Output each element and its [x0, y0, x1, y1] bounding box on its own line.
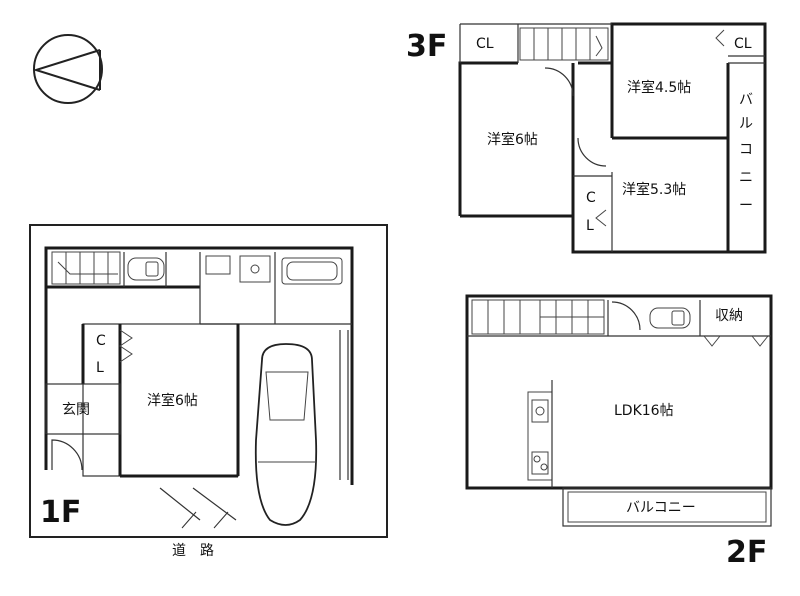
floor-label-1f: 1F — [40, 495, 81, 530]
toilet-icon — [649, 307, 691, 329]
kitchen-counter — [527, 391, 553, 481]
balcony-label-3f: バ ル コ ニ ー — [739, 92, 753, 214]
stairs — [51, 251, 121, 285]
balcony-char: バ — [739, 92, 753, 108]
stairs — [519, 27, 609, 61]
toilet-icon — [127, 257, 165, 281]
first-floor-plan: 洋室6帖 玄関 C L 1F 道 路 — [29, 224, 388, 559]
balcony-char: コ — [739, 142, 753, 158]
balcony-char: ー — [739, 198, 753, 214]
room-label-storage: 収納 — [715, 308, 743, 324]
compass-icon — [32, 34, 103, 104]
bathtub-icon — [281, 257, 343, 285]
washing-machine-icon — [205, 255, 231, 275]
balcony-label-2f: バルコニー — [626, 500, 696, 516]
sink-icon — [239, 255, 271, 283]
closet-label-l: L — [96, 360, 104, 376]
floor-label-3f: 3F — [406, 29, 447, 64]
closet-label-3f-right: CL — [734, 36, 752, 52]
stairs — [471, 299, 605, 335]
car-icon — [254, 343, 318, 526]
room-label-bedroom-5-3: 洋室5.3帖 — [622, 181, 686, 198]
room-label-ldk: LDK16帖 — [614, 403, 674, 419]
room-label-bedroom-6: 洋室6帖 — [487, 131, 538, 148]
second-floor-plan: LDK16帖 収納 バルコニー 2F — [465, 294, 773, 570]
balcony-char: ニ — [739, 170, 753, 186]
third-floor-plan: CL CL 洋室6帖 洋室4.5帖 洋室5.3帖 C L バ ル コ ニ ー 3… — [406, 22, 767, 254]
road-label: 道 路 — [172, 543, 214, 559]
closet-label-3f-left: CL — [476, 36, 494, 52]
closet-label-3f-mid-l: L — [586, 218, 594, 234]
floor-label-2f: 2F — [726, 535, 767, 570]
room-label-bedroom-4-5: 洋室4.5帖 — [627, 79, 691, 96]
balcony-char: ル — [739, 116, 753, 132]
site-boundary — [29, 224, 388, 538]
closet-label-c: C — [96, 333, 106, 349]
room-label-entrance: 玄関 — [62, 401, 90, 418]
closet-label-3f-mid-c: C — [586, 190, 596, 206]
road-arrows — [159, 487, 237, 529]
room-label-bedroom-1f: 洋室6帖 — [147, 392, 198, 409]
